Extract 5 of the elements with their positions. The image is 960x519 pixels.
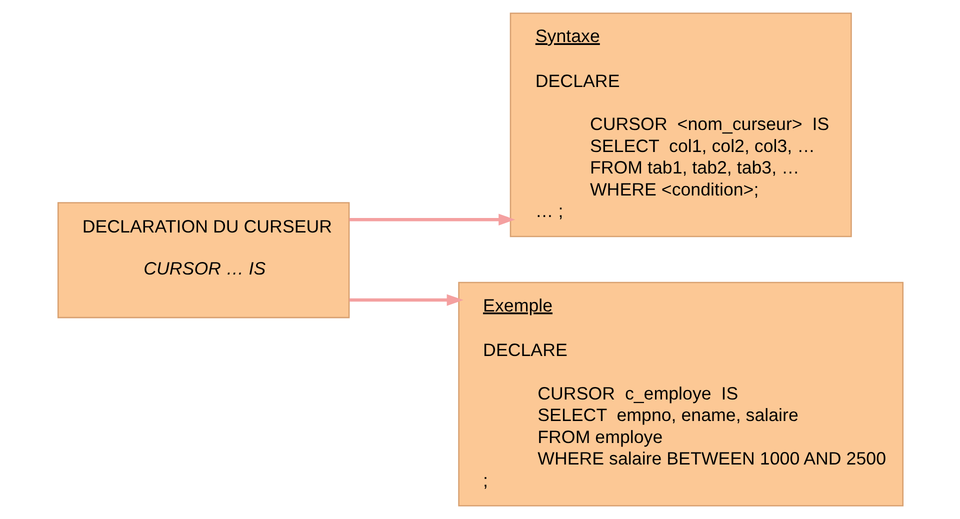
arrow — [348, 214, 515, 226]
arrow — [348, 294, 463, 306]
node-box: Exemple DECLARE CURSOR c_employe IS SELECT empno, ename, salaire FROM employe WHERE salaire BETWEEN 1000 AND 2500 ; — [458, 282, 904, 506]
node-box: DECLARATION DU CURSEUR CURSOR … IS — [56, 202, 350, 318]
node-box: Syntaxe DECLARE CURSOR <nom_curseur> IS SELECT col1, col2, col3, … FROM tab1, tab2, tab3, … WHERE <condition>; … ; — [509, 12, 852, 238]
